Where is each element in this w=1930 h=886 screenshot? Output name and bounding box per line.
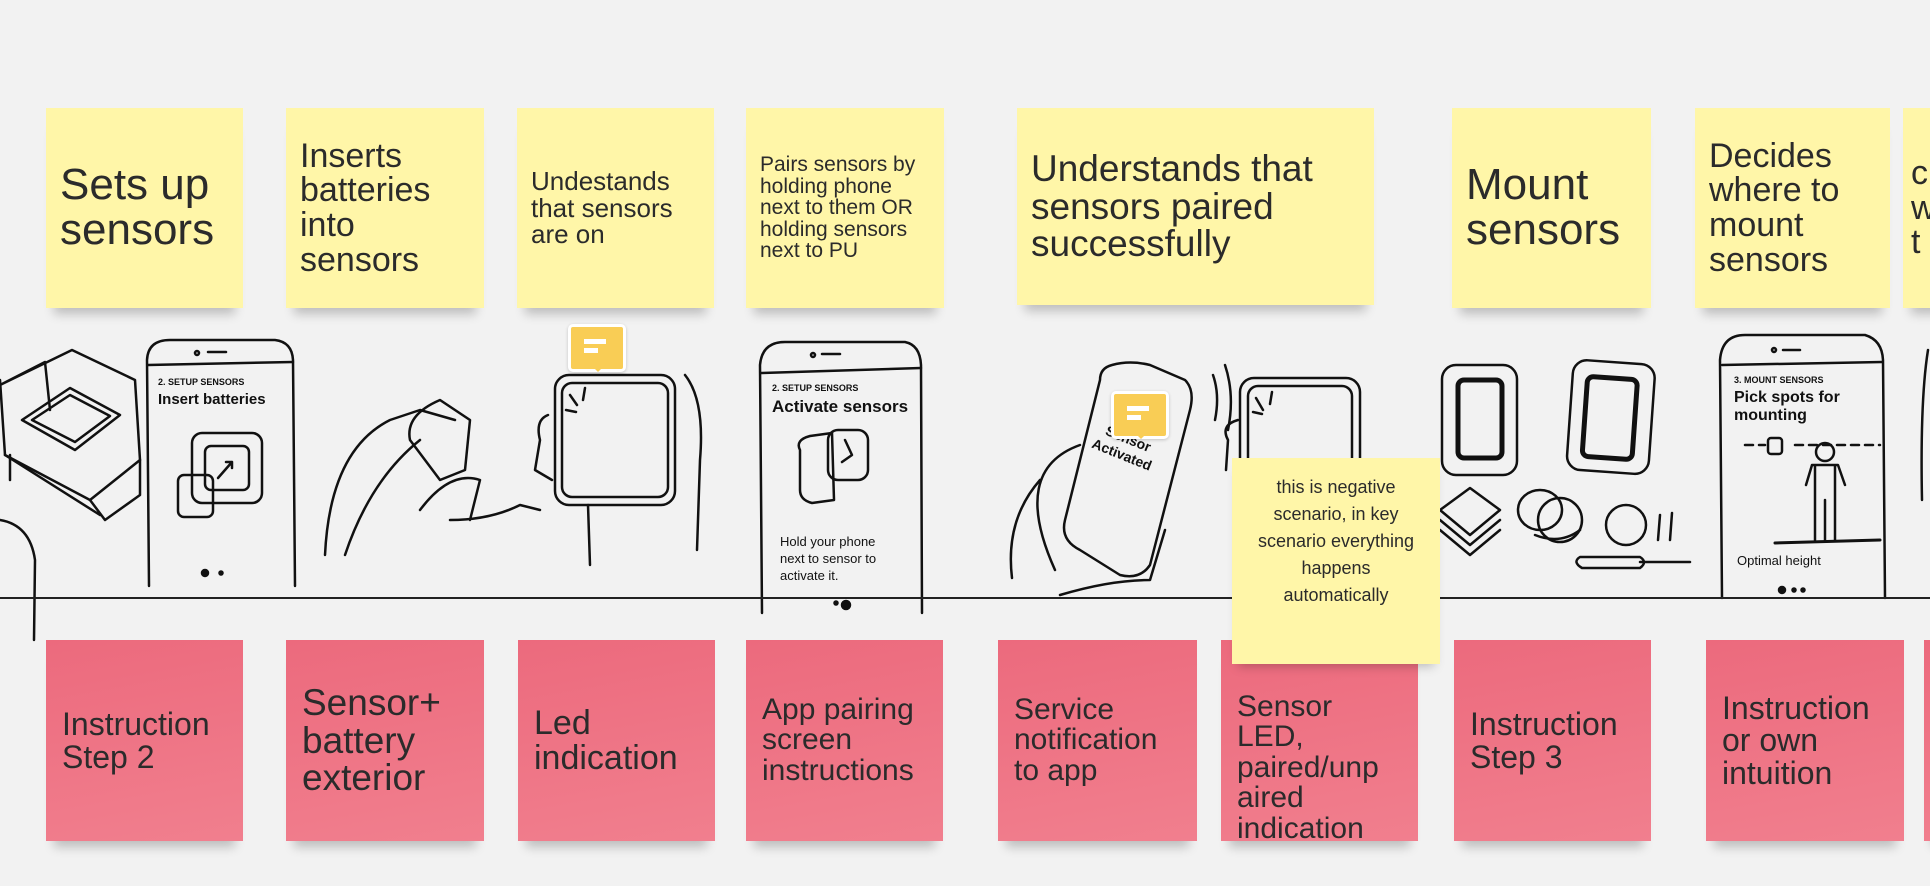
note-text: Pairs sensors by holding phone next to t…	[760, 153, 916, 263]
sticky-note-touchpoint[interactable]: Instruction Step 3	[1454, 640, 1651, 841]
swimlane-divider	[0, 597, 1930, 599]
note-text: Sensor LED, paired/unp aired indication	[1237, 689, 1379, 845]
note-text: Instruction or own intuition	[1722, 689, 1870, 791]
note-text: Sets up sensors	[60, 160, 215, 254]
note-text: Decides where to mount sensors	[1709, 136, 1840, 279]
hands-holding-sensor-sketch	[323, 373, 703, 567]
sticky-note-activity-partial[interactable]: c w t	[1903, 108, 1930, 308]
sticky-note-touchpoint[interactable]: Service notification to app	[998, 640, 1197, 841]
sensor-box-sketch	[0, 348, 142, 642]
phone-title: Insert batteries	[158, 391, 266, 408]
note-text: Inserts batteries into sensors	[300, 136, 431, 279]
sticky-note-activity[interactable]: Mount sensors	[1452, 108, 1651, 308]
sticky-note-touchpoint[interactable]: Sensor LED, paired/unp aired indication	[1221, 640, 1418, 844]
sticky-note-touchpoint[interactable]: Instruction or own intuition	[1706, 640, 1904, 841]
note-text: c w t	[1911, 153, 1930, 262]
phone-step-label: 2. SETUP SENSORS	[158, 377, 245, 387]
sticky-note-activity[interactable]: Undestands that sensors are on	[517, 108, 714, 308]
phone-sketch-activate-sensors	[758, 340, 924, 615]
sticky-note-activity[interactable]: Sets up sensors	[46, 108, 243, 308]
note-text: App pairing screen instructions	[762, 692, 914, 787]
note-text: Undestands that sensors are on	[531, 166, 673, 250]
sticky-note-touchpoint[interactable]: Instruction Step 2	[46, 640, 243, 841]
phone-sketch-insert-batteries	[145, 338, 297, 588]
comment-icon[interactable]	[1111, 391, 1169, 439]
note-text: Instruction Step 2	[62, 705, 210, 775]
note-text: Instruction Step 3	[1470, 705, 1618, 775]
sticky-note-activity[interactable]: Inserts batteries into sensors	[286, 108, 484, 308]
hand-holding-phone-sketch	[1009, 361, 1362, 597]
phone-instruction-text: Hold your phone next to sensor to activa…	[780, 534, 877, 583]
note-text: Led indication	[534, 703, 678, 777]
note-text: Service notification to app	[1014, 692, 1158, 787]
comment-icon[interactable]	[568, 324, 626, 372]
sticky-note-activity[interactable]: Pairs sensors by holding phone next to t…	[746, 108, 944, 308]
phone-caption: Optimal height	[1737, 553, 1821, 568]
phone-title: Activate sensors	[772, 397, 909, 416]
note-text: Understands that sensors paired successf…	[1031, 147, 1313, 265]
phone-title: Pick spots for mounting	[1734, 389, 1840, 424]
phone-sketch-pick-spots	[1718, 333, 1930, 600]
sticky-note-touchpoint[interactable]: Led indication	[518, 640, 715, 841]
sticky-note-touchpoint-partial[interactable]	[1924, 640, 1930, 841]
phone-step-label: 2. SETUP SENSORS	[772, 383, 859, 393]
sticky-note-comment[interactable]: this is negative scenario, in key scenar…	[1232, 458, 1440, 664]
note-text: Mount sensors	[1466, 160, 1621, 254]
mounting-kit-sketch	[1438, 359, 1692, 570]
sticky-note-touchpoint[interactable]: Sensor+ battery exterior	[286, 640, 484, 841]
sticky-note-activity[interactable]: Understands that sensors paired successf…	[1017, 108, 1374, 305]
phone-step-label: 3. MOUNT SENSORS	[1734, 375, 1824, 385]
note-text: this is negative scenario, in key scenar…	[1257, 477, 1415, 605]
sticky-note-touchpoint[interactable]: App pairing screen instructions	[746, 640, 943, 841]
note-text: Sensor+ battery exterior	[302, 681, 441, 799]
sticky-note-activity[interactable]: Decides where to mount sensors	[1695, 108, 1890, 308]
